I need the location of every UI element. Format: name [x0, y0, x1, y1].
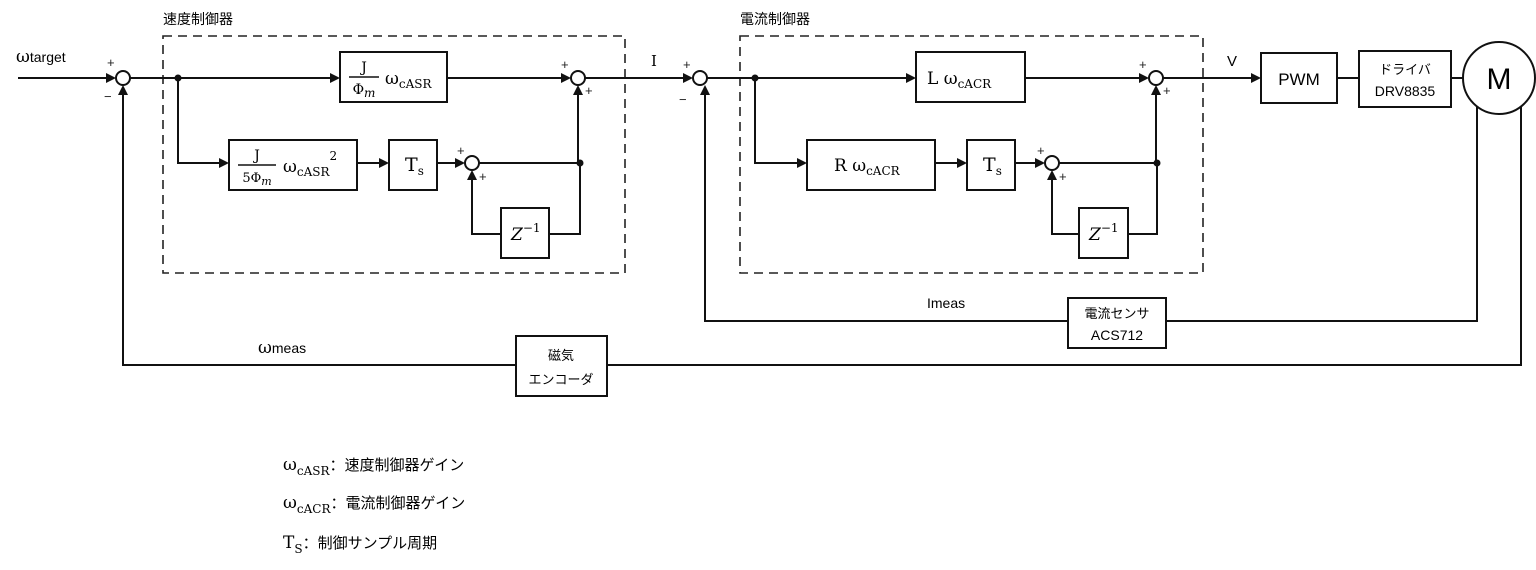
sum-current-error	[692, 70, 708, 86]
pwm-block	[1260, 52, 1338, 104]
wire-motor-current	[1166, 107, 1478, 322]
delay-label: Z−1	[510, 221, 541, 245]
voltage-label: V	[1227, 53, 1237, 70]
sign-plus: +	[457, 143, 465, 158]
legend-item: TS：制御サンプル周期	[283, 533, 437, 556]
arrow-head	[797, 158, 807, 168]
speed-controller-frame	[162, 35, 626, 274]
arrow-head	[1251, 73, 1261, 83]
sum-current-output	[1148, 70, 1164, 86]
sign-minus: −	[104, 89, 112, 104]
motor-label: M	[1487, 63, 1512, 96]
current-sensor-block	[1067, 297, 1167, 349]
sign-plus: +	[1139, 57, 1147, 72]
wire-delay-in	[1128, 163, 1158, 235]
pwm-label: PWM	[1278, 70, 1320, 89]
current-proportional-block	[915, 51, 1026, 103]
wire-delay-out	[471, 180, 501, 235]
block-numerator: J	[359, 60, 367, 76]
sign-plus: +	[1163, 83, 1171, 98]
sum-current-integrator	[1044, 155, 1060, 171]
sign-plus: +	[1037, 143, 1045, 158]
omega-target-label: ωtarget	[16, 47, 66, 67]
current-sensor-label: 電流センサ	[1084, 307, 1149, 322]
arrow-head	[1047, 170, 1057, 180]
sign-plus: +	[479, 169, 487, 184]
wire-delay-out	[1051, 180, 1079, 235]
sign-minus: −	[679, 92, 687, 107]
sign-plus: +	[683, 57, 691, 72]
sum-speed-output	[570, 70, 586, 86]
sign-plus: +	[1059, 169, 1067, 184]
speed-controller-title: 速度制御器	[163, 12, 233, 28]
current-ref-label: I	[651, 52, 657, 70]
sign-plus: +	[107, 55, 115, 70]
block-gain: ωcASR	[385, 69, 432, 91]
current-integral-block	[806, 139, 936, 191]
block-denominator: 5Φm	[242, 171, 271, 188]
arrow-head	[683, 73, 693, 83]
current-controller-title: 電流制御器	[740, 12, 810, 28]
block-gain: R ωcACR	[834, 156, 901, 178]
wire-current-branch	[754, 78, 798, 164]
legend-item: ωcASR：速度制御器ゲイン	[283, 455, 464, 478]
arrow-head	[219, 158, 229, 168]
driver-model: DRV8835	[1375, 83, 1436, 99]
arrow-head	[1035, 158, 1045, 168]
sum-speed-error	[115, 70, 131, 86]
encoder-block	[515, 335, 608, 397]
delay-label: Z−1	[1088, 221, 1119, 245]
sum-speed-integrator	[464, 155, 480, 171]
current-delay-block	[1078, 207, 1129, 259]
driver-label: ドライバ	[1379, 63, 1431, 78]
arrow-head	[467, 170, 477, 180]
arrow-head	[573, 85, 583, 95]
arrow-head	[118, 85, 128, 95]
arrow-head	[455, 158, 465, 168]
wire-speed-branch	[177, 78, 220, 164]
arrow-head	[379, 158, 389, 168]
wire-wmeas	[122, 95, 516, 366]
current-sensor-model: ACS712	[1091, 327, 1143, 343]
imeas-label: Imeas	[927, 295, 965, 311]
ts-label: Ts	[405, 154, 424, 178]
arrow-head	[700, 85, 710, 95]
ts-label: Ts	[983, 154, 1002, 178]
block-gain: ωcASR2	[283, 149, 337, 179]
current-controller-frame	[739, 35, 1204, 274]
arrow-head	[1151, 85, 1161, 95]
sign-plus: +	[585, 83, 593, 98]
wire-delay-in	[549, 163, 581, 235]
arrow-head	[561, 73, 571, 83]
legend-item: ωcACR：電流制御器ゲイン	[283, 493, 465, 516]
arrow-head	[906, 73, 916, 83]
legend: ωcASR：速度制御器ゲイン ωcACR：電流制御器ゲイン TS：制御サンプル周…	[283, 455, 465, 556]
motor	[1462, 41, 1536, 115]
current-ts-block	[966, 139, 1016, 191]
block-gain: L ωcACR	[927, 69, 992, 91]
block-numerator: J	[252, 148, 260, 164]
omega-meas-label: ωmeas	[258, 338, 306, 358]
wire-motor-speed	[607, 107, 1522, 366]
arrow-head	[330, 73, 340, 83]
arrow-head	[957, 158, 967, 168]
speed-ts-block	[388, 139, 438, 191]
arrow-head	[106, 73, 116, 83]
wire-imeas	[704, 95, 1068, 322]
block-denominator: Φm	[353, 82, 376, 100]
sign-plus: +	[561, 57, 569, 72]
arrow-head	[1139, 73, 1149, 83]
encoder-label-1: 磁気	[548, 348, 574, 364]
encoder-label-2: エンコーダ	[528, 373, 593, 388]
